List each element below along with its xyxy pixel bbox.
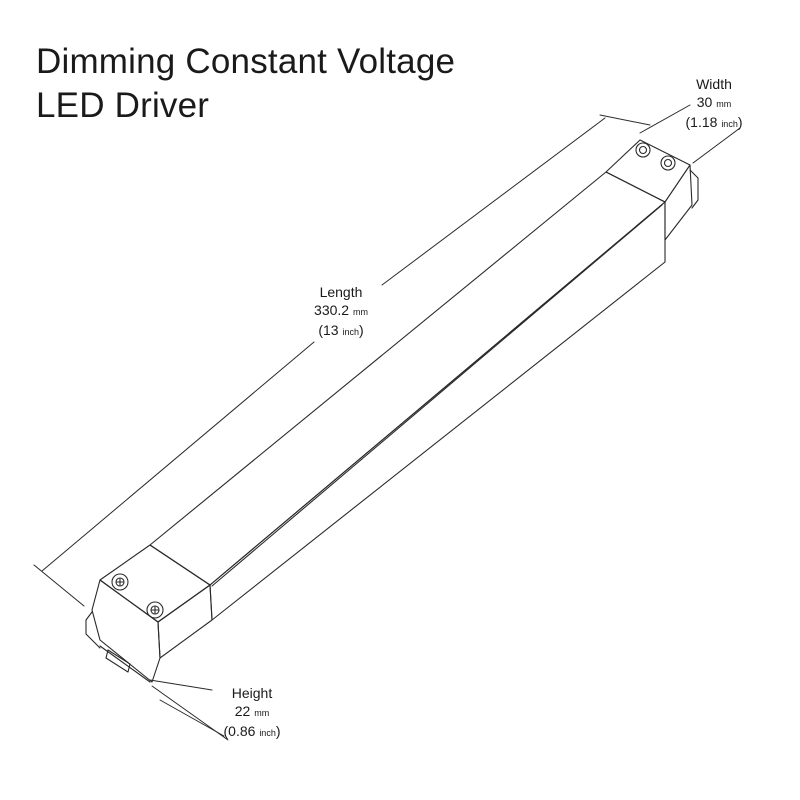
width-dimension-lines [639, 104, 741, 164]
right-cap-front [664, 164, 693, 241]
height-dimension-diagonal [159, 699, 225, 737]
body-top-edge [211, 204, 663, 587]
height-dimension-lines [149, 679, 229, 741]
height-metric: 22 mm [212, 702, 292, 722]
width-value: 30 [696, 94, 713, 110]
left-cap-flange [85, 611, 101, 649]
width-alt-unit: inch [721, 119, 738, 129]
width-alt-value: 1.18 [690, 114, 718, 130]
screw-slot-icon [116, 578, 124, 586]
height-alt-value: 0.86 [228, 723, 256, 739]
width-label: Width [696, 76, 732, 92]
right-cap-top [605, 139, 691, 203]
length-dimension-line-lower [41, 341, 315, 572]
length-extension-left [33, 564, 85, 607]
height-value: 22 [234, 703, 251, 719]
screw-icon [635, 142, 651, 158]
length-alt-unit: inch [342, 327, 359, 337]
body-top-face [149, 171, 666, 586]
left-cap-slot [105, 649, 131, 673]
screw-icon [638, 145, 648, 155]
length-alt-value: 13 [323, 322, 339, 338]
length-metric: 330.2 mm [296, 301, 386, 321]
screw-icon [150, 605, 160, 615]
width-metric: 30 mm [670, 93, 758, 113]
length-dimension-lines [33, 114, 651, 607]
width-imperial: (1.18 inch) [685, 114, 743, 130]
width-extension-right [692, 127, 741, 164]
length-unit: mm [352, 307, 368, 317]
height-extension-top [149, 679, 213, 691]
height-unit: mm [254, 708, 270, 718]
left-cap-front [157, 584, 213, 659]
width-dimension: Width 30 mm (1.18 inch) [670, 75, 758, 133]
width-extension-left [639, 104, 691, 134]
right-end-cap [605, 139, 699, 241]
left-cap-base-edge [99, 645, 151, 683]
screw-icon [146, 601, 164, 619]
length-label: Length [319, 284, 363, 300]
title-line-1: Dimming Constant Voltage [36, 42, 456, 81]
height-dimension: Height 22 mm (0.86 inch) [212, 684, 292, 742]
length-value: 330.2 [314, 302, 350, 318]
screw-slot-icon [151, 606, 159, 614]
length-extension-right [599, 114, 651, 126]
length-imperial: (13 inch) [318, 322, 364, 338]
right-cap-flange [689, 169, 699, 209]
height-label: Height [231, 685, 273, 701]
screw-icon [115, 577, 125, 587]
screw-icon [111, 573, 129, 591]
length-dimension: Length 330.2 mm (13 inch) [296, 283, 386, 341]
left-cap-side [91, 579, 161, 683]
left-end-cap [85, 544, 213, 683]
screw-icon [663, 158, 673, 168]
screw-icon [660, 155, 676, 171]
driver-body [149, 171, 666, 621]
title-line-2: LED Driver [36, 86, 210, 125]
length-dimension-line-upper [381, 117, 606, 286]
body-front-face [209, 201, 666, 621]
page-title: Dimming Constant Voltage LED Driver [36, 40, 455, 128]
width-unit: mm [716, 99, 732, 109]
height-imperial: (0.86 inch) [223, 723, 281, 739]
height-alt-unit: inch [259, 728, 276, 738]
